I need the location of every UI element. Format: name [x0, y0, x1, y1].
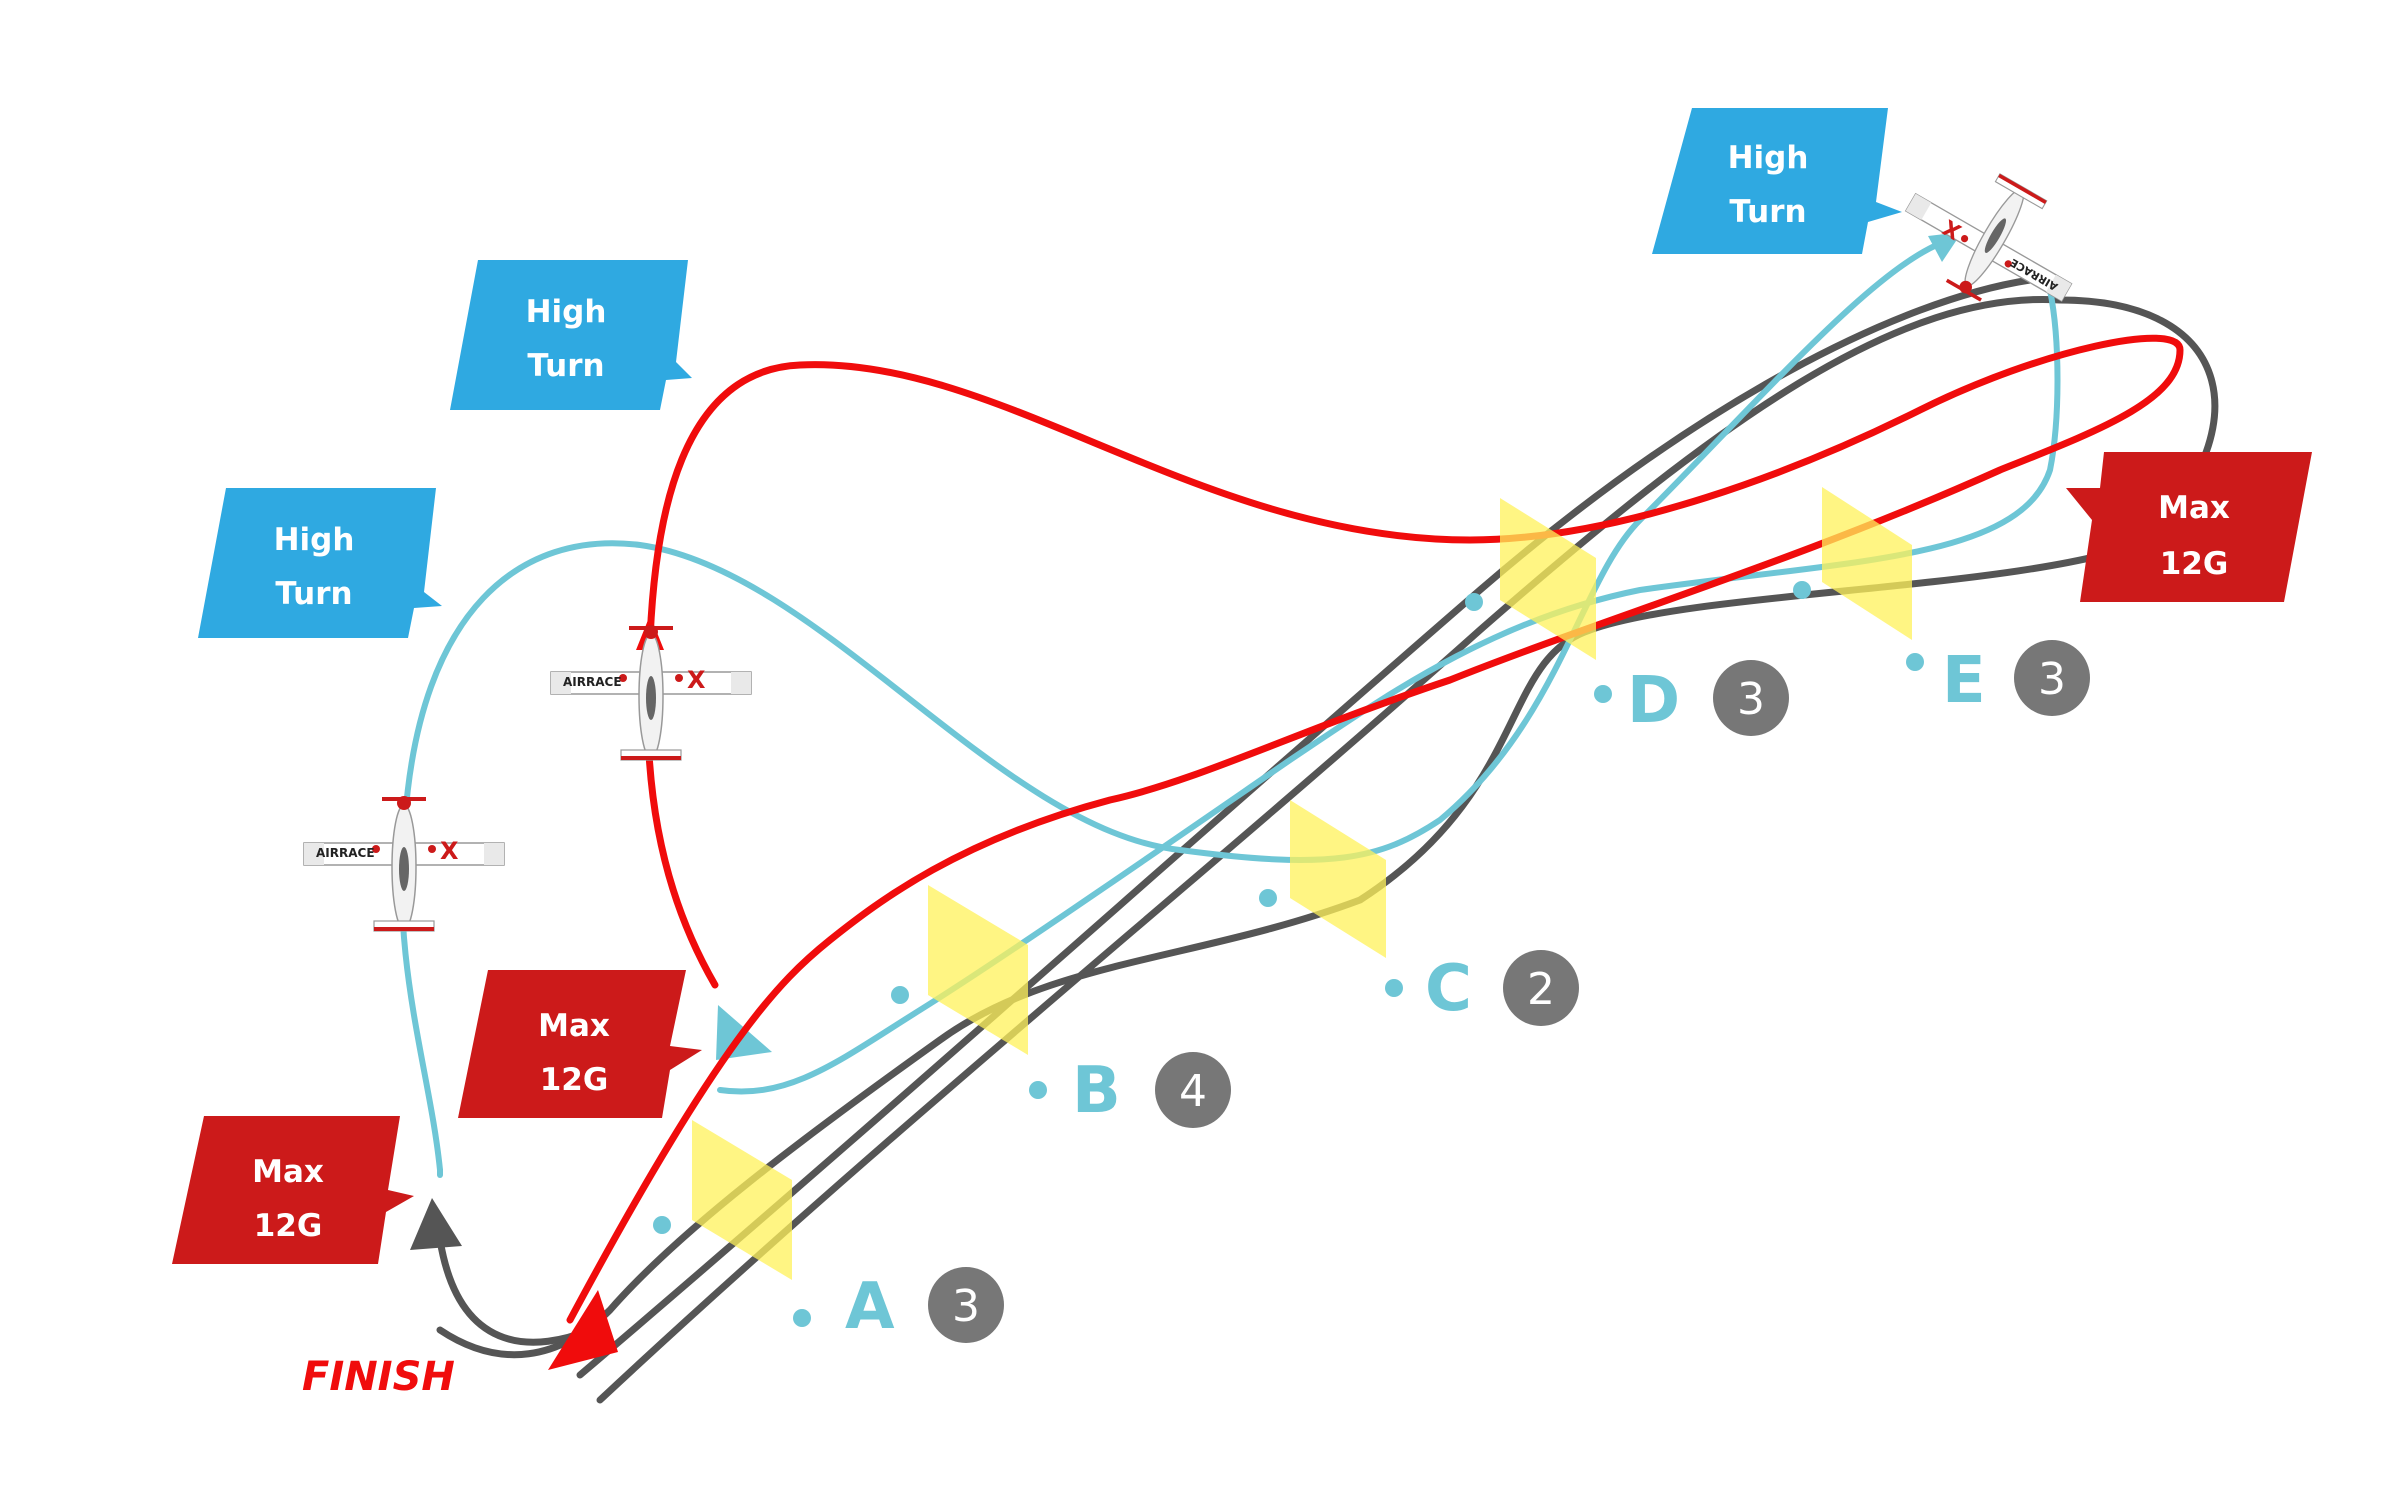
callout-max-g-1-line2: 12G — [2160, 546, 2229, 582]
plane-left-brand: AIRRACE — [316, 846, 375, 860]
callout-max-g-left: Max 12G — [172, 1116, 414, 1264]
gray-path-inner — [576, 276, 2034, 1379]
plane-left: AIRRACE X — [303, 795, 505, 932]
callout-high-turn-2-line2: Turn — [527, 348, 604, 384]
callout-max-g-2-line1: Max — [538, 1008, 610, 1044]
gate-count-badge-c — [1503, 950, 1579, 1026]
gate-count-d: 3 — [1737, 674, 1765, 725]
gate-label-e: E 3 — [1942, 640, 2090, 718]
gate-labels: A 3 B 4 C 2 D 3 E 3 — [845, 640, 2090, 1344]
gray-return-arrow-path — [436, 1236, 594, 1346]
gate-count-a: 3 — [952, 1281, 980, 1332]
callout-max-g-middle: Max 12G — [458, 970, 702, 1118]
callout-high-turn-left: High Turn — [198, 488, 442, 638]
gate-label-b: B 4 — [1072, 1052, 1231, 1128]
gate-b-pylon — [891, 885, 1047, 1099]
gate-label-a: A 3 — [845, 1267, 1004, 1344]
gate-count-e: 3 — [2038, 654, 2066, 705]
callout-high-turn-3-line1: High — [274, 522, 355, 558]
callout-high-turn-3-line2: Turn — [275, 576, 352, 612]
callout-high-turn-2-line1: High — [526, 294, 607, 330]
gate-letter-e: E — [1942, 644, 1986, 718]
gate-count-badge-a — [928, 1267, 1004, 1343]
callout-max-g-3-line1: Max — [252, 1154, 324, 1190]
callout-high-turn-1-line2: Turn — [1729, 194, 1806, 230]
callout-high-turn-1-line1: High — [1728, 140, 1809, 176]
gate-letter-c: C — [1425, 952, 1472, 1026]
gate-count-c: 2 — [1527, 964, 1555, 1015]
gate-letter-a: A — [845, 1270, 895, 1344]
finish-label: FINISH — [302, 1354, 455, 1400]
gate-count-b: 4 — [1179, 1066, 1207, 1117]
gate-label-d: D 3 — [1627, 660, 1789, 738]
gate-e-pylon — [1793, 487, 1924, 671]
red-finish-arrowhead — [548, 1290, 618, 1370]
plane-middle: AIRRACE X — [550, 624, 752, 761]
red-path — [566, 334, 2184, 1324]
gate-c-pylon — [1259, 800, 1403, 997]
callout-max-g-2-line2: 12G — [540, 1062, 609, 1098]
callout-high-turn-upper: High Turn — [450, 260, 692, 410]
callout-max-g-3-line2: 12G — [254, 1208, 323, 1244]
gate-count-badge-e — [2014, 640, 2090, 716]
gray-arrowhead — [410, 1198, 462, 1250]
gate-count-badge-d — [1713, 660, 1789, 736]
callout-max-g-right: Max 12G — [2066, 452, 2312, 602]
blue-arrowhead-top — [1928, 232, 1962, 262]
callout-max-g-1-line1: Max — [2158, 490, 2230, 526]
plane-left-mark: X — [440, 837, 459, 865]
callout-high-turn-top-right: High Turn — [1652, 108, 1902, 254]
gate-count-badge-b — [1155, 1052, 1231, 1128]
plane-middle-mark: X — [687, 666, 706, 694]
gate-letter-b: B — [1072, 1054, 1121, 1128]
gates — [653, 487, 1924, 1327]
plane-middle-brand: AIRRACE — [563, 675, 622, 689]
gate-d-pylon — [1465, 498, 1612, 703]
gate-a-pylon — [653, 1120, 811, 1327]
callouts: High Turn High Turn High Turn Max 12G Ma… — [172, 108, 2312, 1264]
gate-label-c: C 2 — [1425, 950, 1579, 1026]
gate-letter-d: D — [1627, 664, 1680, 738]
red-path-group — [566, 334, 2184, 1324]
